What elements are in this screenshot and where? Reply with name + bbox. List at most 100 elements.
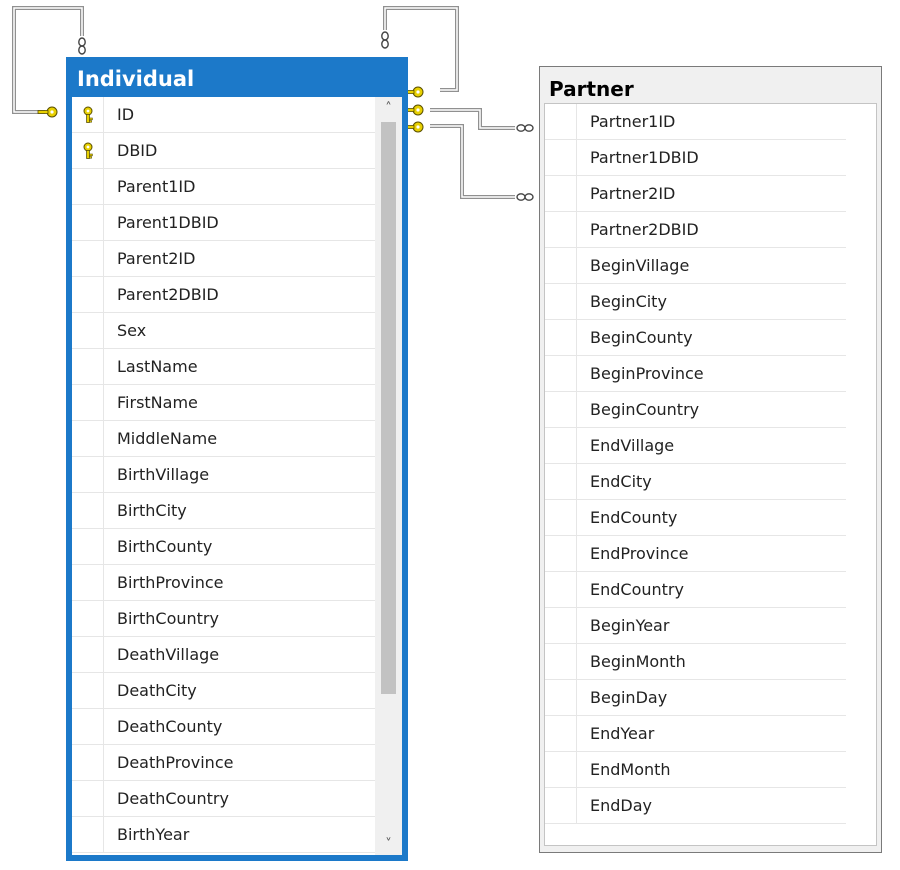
vertical-scrollbar[interactable]: ˄ ˅ (375, 97, 402, 855)
column-name: EndCountry (590, 580, 684, 599)
column-name: BeginDay (590, 688, 668, 707)
column-row[interactable]: DeathCounty (72, 709, 375, 745)
column-row[interactable]: BeginYear (545, 608, 846, 644)
column-row[interactable]: BirthVillage (72, 457, 375, 493)
column-row[interactable]: BirthCity (72, 493, 375, 529)
column-row[interactable]: DBID (72, 133, 375, 169)
column-name: EndYear (590, 724, 655, 743)
row-selector[interactable] (72, 817, 104, 852)
column-row[interactable]: EndCity (545, 464, 846, 500)
relationship-partner2[interactable] (430, 124, 515, 199)
row-selector[interactable] (72, 601, 104, 636)
row-selector[interactable] (545, 212, 577, 247)
row-selector[interactable] (545, 752, 577, 787)
row-selector[interactable] (545, 536, 577, 571)
column-name: EndDay (590, 796, 652, 815)
row-selector[interactable] (72, 169, 104, 204)
row-selector[interactable] (72, 421, 104, 456)
row-selector[interactable] (545, 320, 577, 355)
column-row[interactable]: Partner1ID (545, 104, 846, 140)
row-selector[interactable] (545, 716, 577, 751)
row-selector[interactable] (545, 176, 577, 211)
chevron-up-icon[interactable]: ˄ (385, 100, 392, 116)
column-name: EndVillage (590, 436, 675, 455)
row-selector[interactable] (545, 104, 577, 139)
column-row[interactable]: Partner1DBID (545, 140, 846, 176)
table-title-individual[interactable]: Individual (77, 67, 195, 91)
row-selector[interactable] (72, 97, 104, 132)
column-row[interactable]: BeginCounty (545, 320, 846, 356)
column-row[interactable]: EndMonth (545, 752, 846, 788)
row-selector[interactable] (72, 133, 104, 168)
column-row[interactable]: BirthCounty (72, 529, 375, 565)
column-row[interactable]: EndDay (545, 788, 846, 824)
column-row[interactable]: DeathProvince (72, 745, 375, 781)
column-row[interactable]: EndCountry (545, 572, 846, 608)
column-row[interactable]: BirthYear (72, 817, 375, 853)
column-row[interactable]: LastName (72, 349, 375, 385)
row-selector[interactable] (545, 788, 577, 823)
row-selector[interactable] (72, 313, 104, 348)
column-row[interactable]: Parent2DBID (72, 277, 375, 313)
row-selector[interactable] (72, 385, 104, 420)
row-selector[interactable] (545, 464, 577, 499)
scrollbar-thumb[interactable] (381, 122, 396, 694)
row-selector[interactable] (545, 356, 577, 391)
column-row[interactable]: EndYear (545, 716, 846, 752)
column-row[interactable]: BeginVillage (545, 248, 846, 284)
row-selector[interactable] (545, 572, 577, 607)
row-selector[interactable] (72, 205, 104, 240)
column-row[interactable]: EndVillage (545, 428, 846, 464)
column-row[interactable]: DeathCity (72, 673, 375, 709)
row-selector[interactable] (545, 140, 577, 175)
table-title-partner[interactable]: Partner (549, 77, 634, 101)
row-selector[interactable] (545, 284, 577, 319)
column-row[interactable]: BeginProvince (545, 356, 846, 392)
column-row[interactable]: BirthCountry (72, 601, 375, 637)
row-selector[interactable] (545, 644, 577, 679)
column-row[interactable]: Partner2DBID (545, 212, 846, 248)
row-selector[interactable] (72, 493, 104, 528)
row-selector[interactable] (72, 457, 104, 492)
column-row[interactable]: EndCounty (545, 500, 846, 536)
column-row[interactable]: DeathVillage (72, 637, 375, 673)
row-selector[interactable] (545, 500, 577, 535)
row-selector[interactable] (72, 745, 104, 780)
row-selector[interactable] (545, 680, 577, 715)
column-row[interactable]: ID (72, 97, 375, 133)
row-selector[interactable] (72, 673, 104, 708)
chevron-down-icon[interactable]: ˅ (385, 836, 392, 852)
column-name: Partner1ID (590, 112, 676, 131)
row-selector[interactable] (545, 248, 577, 283)
row-selector[interactable] (545, 608, 577, 643)
column-row[interactable]: BeginCountry (545, 392, 846, 428)
column-row[interactable]: Partner2ID (545, 176, 846, 212)
column-row[interactable]: Parent2ID (72, 241, 375, 277)
column-row[interactable]: BeginMonth (545, 644, 846, 680)
column-row[interactable]: BirthProvince (72, 565, 375, 601)
row-selector[interactable] (72, 565, 104, 600)
column-row[interactable]: BeginCity (545, 284, 846, 320)
row-selector[interactable] (72, 241, 104, 276)
row-selector[interactable] (545, 428, 577, 463)
row-selector[interactable] (72, 277, 104, 312)
column-row[interactable]: Parent1DBID (72, 205, 375, 241)
row-selector[interactable] (72, 709, 104, 744)
column-name: EndCity (590, 472, 652, 491)
column-row[interactable]: DeathCountry (72, 781, 375, 817)
column-row[interactable]: Parent1ID (72, 169, 375, 205)
row-selector[interactable] (72, 529, 104, 564)
row-selector[interactable] (545, 392, 577, 427)
column-row[interactable]: BeginDay (545, 680, 846, 716)
column-row[interactable]: Sex (72, 313, 375, 349)
row-selector[interactable] (72, 637, 104, 672)
row-selector[interactable] (72, 349, 104, 384)
column-row[interactable]: FirstName (72, 385, 375, 421)
column-row[interactable]: MiddleName (72, 421, 375, 457)
row-selector[interactable] (72, 781, 104, 816)
column-row[interactable]: EndProvince (545, 536, 846, 572)
relationship-partner1[interactable] (430, 108, 515, 130)
